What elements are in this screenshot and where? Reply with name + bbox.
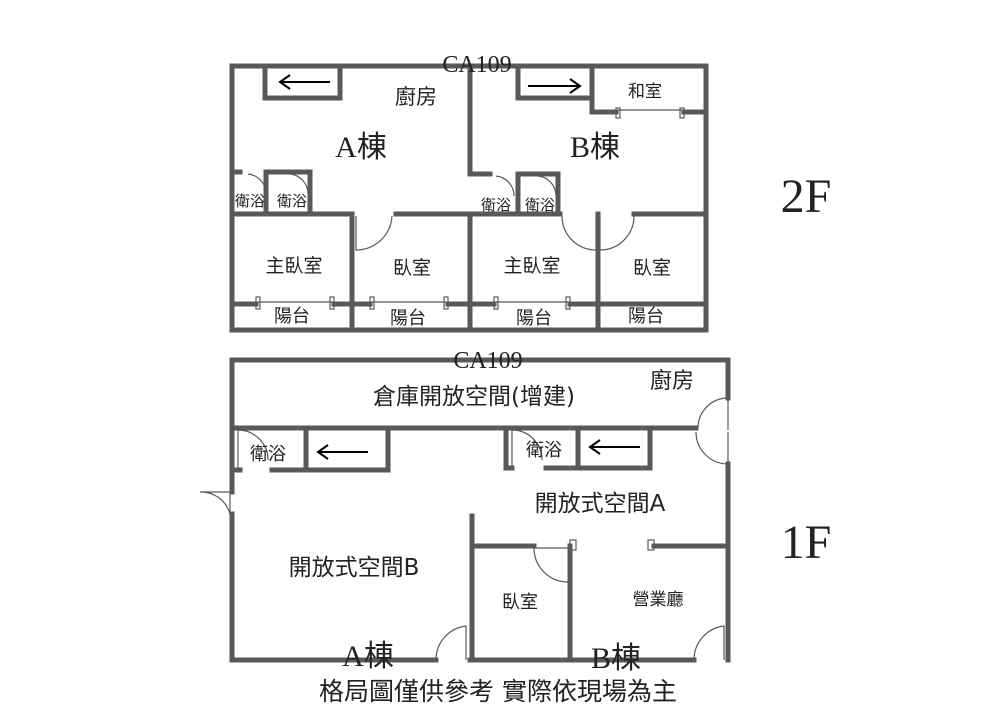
floor-1-warehouse-label: 倉庫開放空間(增建) (373, 384, 575, 410)
floor-2-b-bath-2-label: 衛浴 (525, 196, 555, 214)
floor-2-b-stair-box (515, 63, 595, 101)
floor-1-open-space-a-label: 開放式空間A (535, 491, 666, 517)
floor-2-b-door-left (561, 215, 597, 251)
floor-1-b-entrance-door (693, 625, 725, 661)
floor-1-a-stair-box (303, 425, 391, 473)
floor-2-b-bath-wall (515, 171, 561, 217)
floor-1-kitchen-label: 廚房 (650, 369, 694, 394)
floor-1-a-entrance-door (435, 625, 467, 661)
floor-2-japanese-room-wall (589, 63, 619, 115)
floor-2-label: 2F (781, 170, 832, 223)
floor-1-bedroom-door (533, 547, 569, 583)
floor-2-a-bath-2-label: 衛浴 (277, 192, 307, 210)
floor-2-balcony-windows (255, 296, 571, 310)
floor-2-b-bedroom-label: 臥室 (633, 257, 671, 279)
floor-1-kitchen-door-upper (697, 397, 729, 430)
floor-1-a-bath-label: 衛浴 (250, 444, 286, 465)
floor-2-a-bedroom-label: 臥室 (393, 257, 431, 279)
floor-1-b-stair-arrow (588, 439, 640, 455)
floor-2-b-stair-arrow (528, 78, 582, 94)
floor-1-label: 1F (781, 516, 832, 569)
floor-1-building-b-label: B棟 (591, 642, 641, 675)
floor-1-open-space-b-label: 開放式空間B (289, 555, 420, 581)
floor-1-kitchen-door-lower (695, 431, 729, 465)
floor-2-a-stair-arrow (278, 74, 330, 90)
floor-2-code: CA109 (442, 52, 511, 78)
floor-2-a-bath-1-label: 衛浴 (235, 192, 265, 210)
floor-2-kitchen-label: 廚房 (395, 85, 437, 109)
floor-2-balcony-1-label: 陽台 (274, 306, 310, 327)
floor-2-b-door-right (599, 215, 635, 251)
floor-1-b-stair-box (575, 425, 653, 471)
floor-2-balcony-2-label: 陽台 (390, 308, 426, 329)
floor-1-side-door (199, 491, 231, 515)
floor-1-code: CA109 (453, 348, 522, 374)
floor-1-building-a-label: A棟 (342, 640, 394, 673)
floor-2-b-bath-1-label: 衛浴 (481, 196, 511, 214)
disclaimer-text: 格局圖僅供參考 實際依現場為主 (319, 677, 677, 706)
floor-2-building-b-label: B棟 (570, 131, 620, 164)
floor-1-business-hall-label: 營業廳 (633, 590, 684, 610)
floor-2-plan: CA109 廚房 和室 A棟 B棟 衛浴 衛浴 衛浴 衛浴 主臥室 臥室 主臥室… (229, 52, 832, 333)
floor-2-a-master-bedroom-label: 主臥室 (265, 255, 322, 277)
floor-1-a-stair-arrow (316, 444, 368, 460)
floor-2-a-stair-box (262, 63, 343, 101)
floor-2-balcony-3-label: 陽台 (516, 308, 552, 329)
floor-2-a-bath-wall (263, 169, 313, 217)
floor-2-a-door (355, 215, 393, 251)
floor-1-bedroom-label: 臥室 (502, 592, 538, 613)
floor-2-b-master-bedroom-label: 主臥室 (503, 255, 560, 277)
floor-2-building-a-label: A棟 (335, 131, 387, 164)
floor-1-plan: CA109 倉庫開放空間(增建) 廚房 衛浴 衛浴 開放式空間A 開放式空間B … (199, 348, 832, 675)
floor-2-balcony-4-label: 陽台 (628, 306, 664, 327)
floor-1-b-bath-label: 衛浴 (526, 440, 562, 461)
floor-2-japanese-room-label: 和室 (628, 82, 662, 102)
